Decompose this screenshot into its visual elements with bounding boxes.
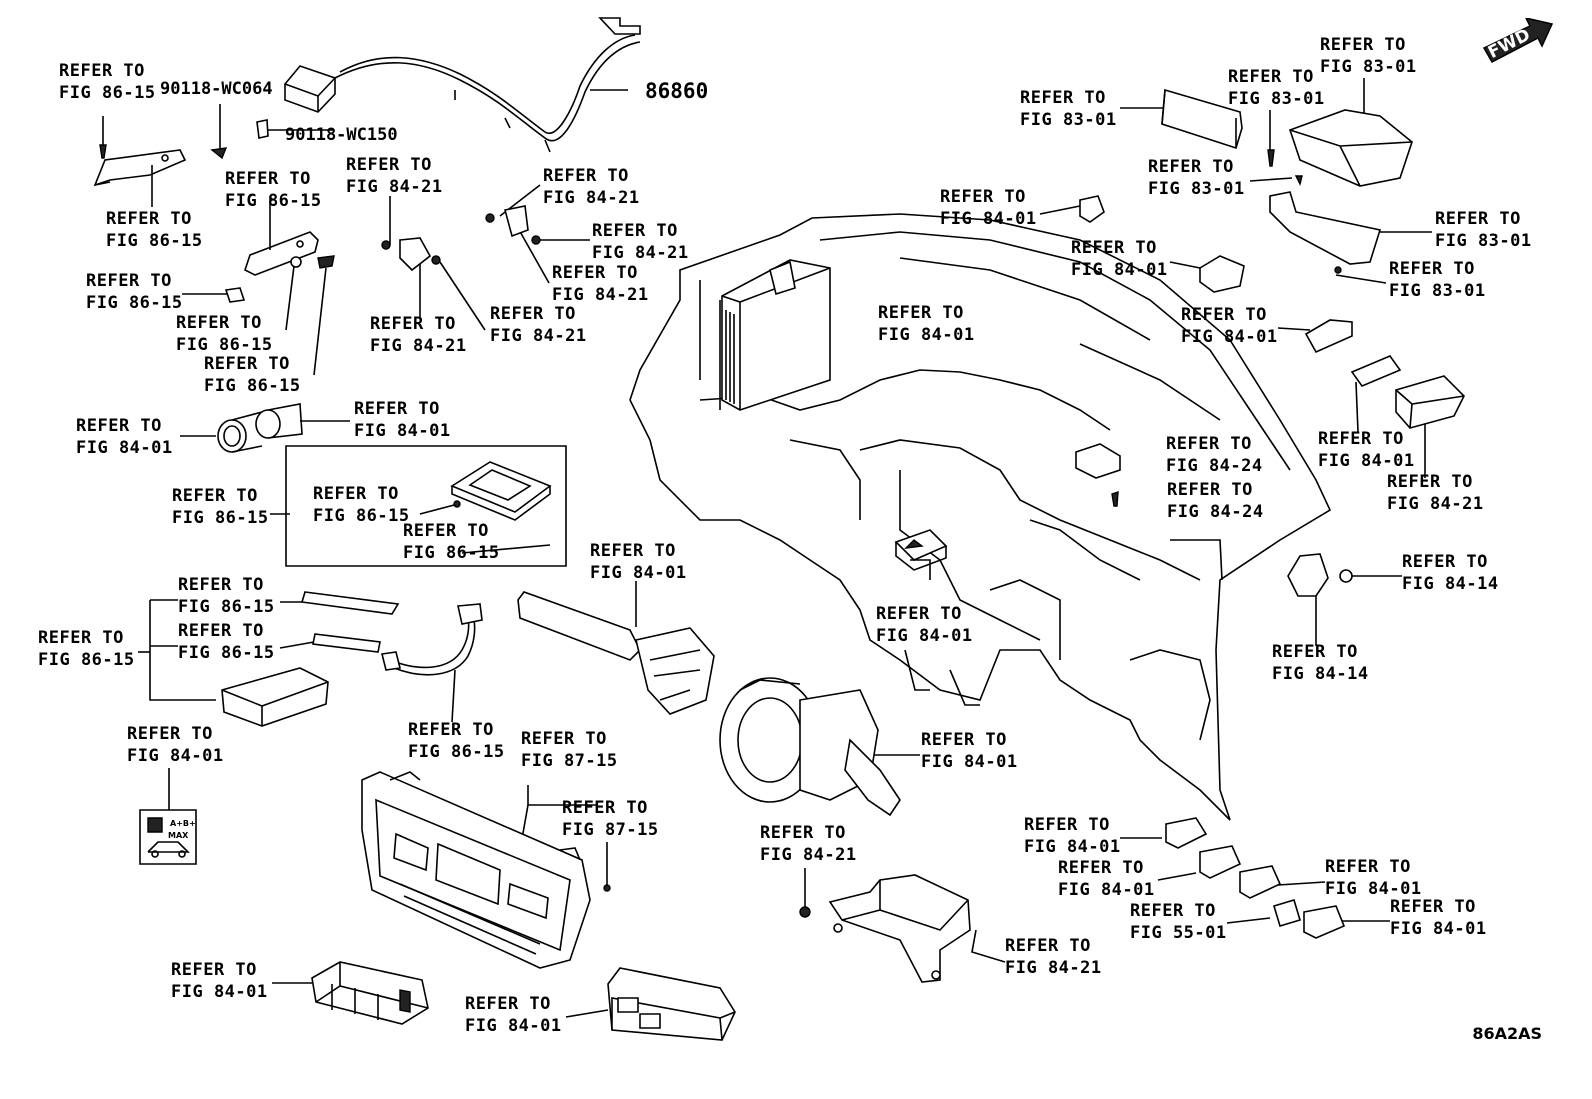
speaker-grommet <box>1288 554 1352 596</box>
part-number-screw: 90118-WC064 <box>160 79 273 99</box>
antenna-strips <box>222 592 398 726</box>
sensors-right <box>1080 196 1464 428</box>
switch-cluster-right <box>1166 818 1344 938</box>
connectors-mid <box>382 206 540 270</box>
forward-arrow-icon <box>1482 18 1554 63</box>
usb-detail-box <box>286 446 566 566</box>
part-number-harness: 86860 <box>645 79 709 103</box>
bracket-left-top <box>95 120 268 185</box>
usb-port <box>452 462 550 520</box>
antenna-harness <box>285 18 640 152</box>
part-number-clip: 90118-WC150 <box>285 125 398 145</box>
knee-airbag <box>1268 110 1412 273</box>
airbag-sensor <box>800 875 970 982</box>
power-sockets <box>218 404 302 452</box>
diagram-code: 86A2AS <box>1472 1024 1542 1043</box>
usb-cable <box>382 604 482 675</box>
relay-bracket <box>1076 444 1120 506</box>
spiral-cable-assembly <box>720 678 900 815</box>
switch-block-left <box>312 962 428 1024</box>
svg-text:A+B+: A+B+ <box>170 819 196 828</box>
climate-control-panel <box>362 772 610 968</box>
ecu-module <box>722 260 830 410</box>
turn-signal-switch <box>518 592 714 714</box>
svg-text:MAX: MAX <box>168 831 189 840</box>
airbag-module-right-top <box>1162 90 1242 148</box>
caution-label: A+B+ MAX <box>140 810 196 864</box>
switch-block-right <box>608 968 735 1040</box>
bracket-left-mid <box>226 232 334 302</box>
hazard-switch <box>896 530 946 570</box>
